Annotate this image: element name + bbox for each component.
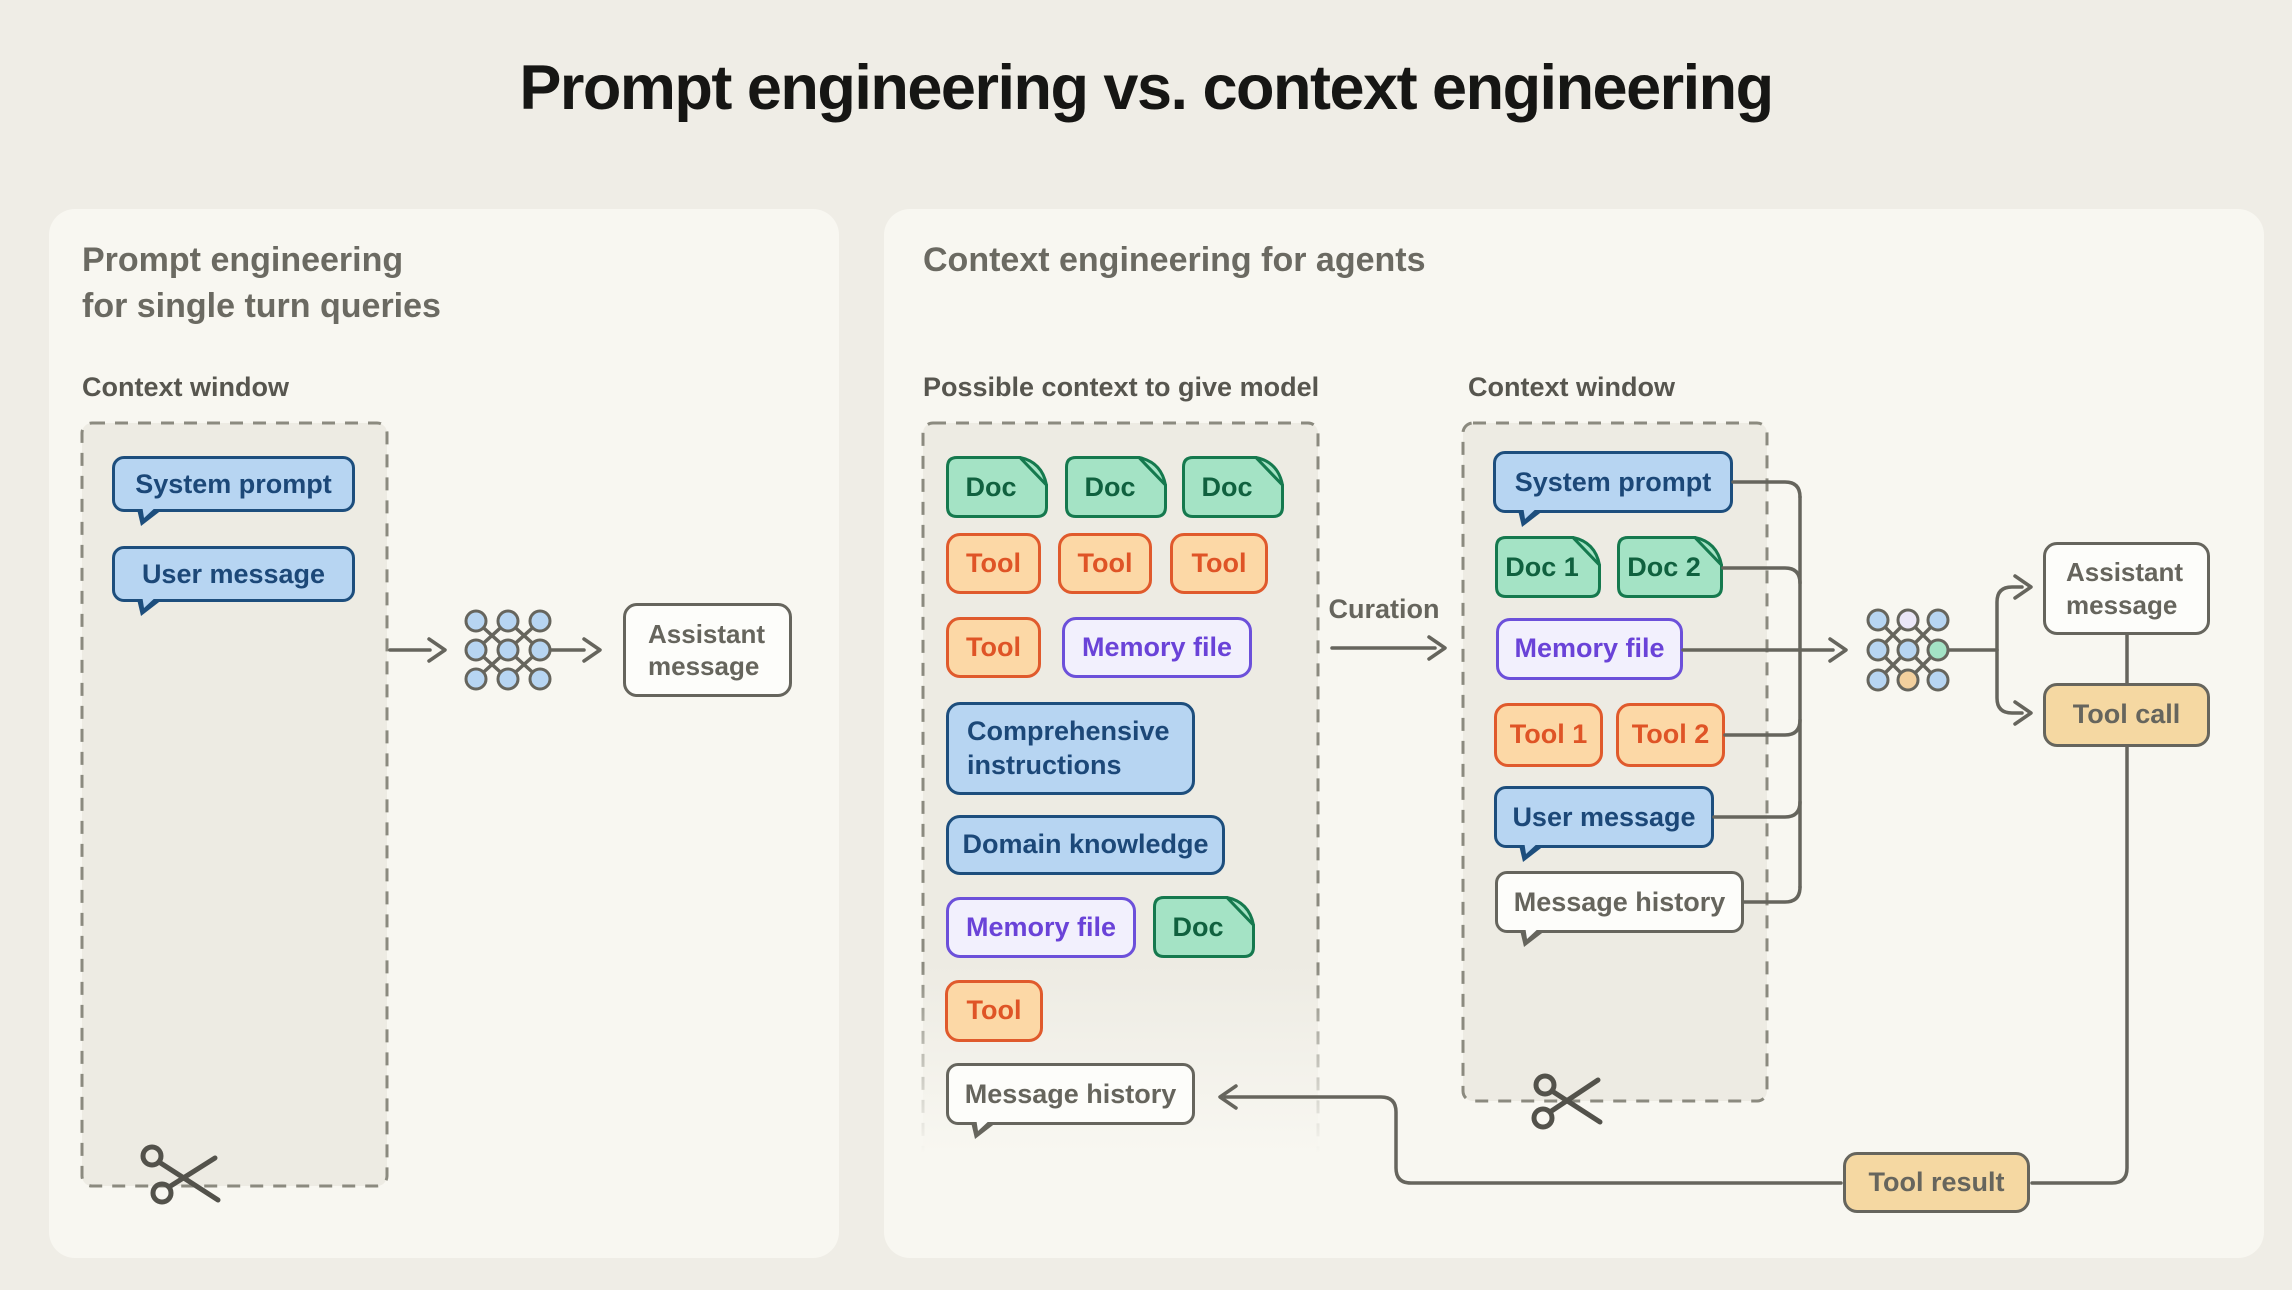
doc-label: Doc <box>965 471 1017 502</box>
memory-file-label: Memory file <box>1081 631 1233 662</box>
left-panel-heading: Prompt engineering for single turn queri… <box>82 237 441 329</box>
memory-file-label: Memory file <box>1514 633 1665 664</box>
connector-message-history <box>1742 885 1802 904</box>
curation-arrowhead <box>1427 635 1447 661</box>
doc-item: Doc <box>1153 896 1255 958</box>
domain-knowledge-item: Domain knowledge <box>946 815 1225 875</box>
comprehensive-instructions-label: Comprehensive instructions <box>967 715 1170 780</box>
doc-label: Doc <box>1172 911 1224 942</box>
possible-context-label: Possible context to give model <box>923 372 1320 402</box>
doc-item: Doc <box>946 456 1048 518</box>
cw-message-history-bubble: Message history <box>1495 871 1744 947</box>
doc-item: Doc <box>1065 456 1167 518</box>
tool-item: Tool <box>1058 533 1152 594</box>
tool-result-label: Tool result <box>1868 1166 2005 1197</box>
doc-label: Doc 1 <box>1505 551 1579 582</box>
right-context-window-label: Context window <box>1468 372 1675 402</box>
comprehensive-instructions-item: Comprehensive instructions <box>946 702 1195 795</box>
connector-system-prompt <box>1731 480 1802 499</box>
tool-label: Tool <box>966 995 1022 1026</box>
doc2-item: Doc 2 <box>1617 536 1723 598</box>
left-context-window-dashed-box <box>80 421 389 1188</box>
tool1-item: Tool 1 <box>1494 703 1603 767</box>
domain-knowledge-label: Domain knowledge <box>962 829 1209 860</box>
user-message-label: User message <box>1512 801 1696 832</box>
left-panel-connectors <box>140 609 602 1205</box>
message-history-bubble: Message history <box>946 1063 1195 1139</box>
tool-item: Tool <box>946 617 1041 678</box>
line-toolcall-to-toolresult <box>2030 745 2129 1185</box>
left-panel-heading-line1: Prompt engineering <box>82 241 404 279</box>
prompt-engineering-panel: Prompt engineering for single turn queri… <box>49 209 839 1258</box>
message-history-label: Message history <box>964 1078 1177 1109</box>
left-context-window-label: Context window <box>82 372 289 402</box>
tool-item: Tool <box>1170 533 1268 594</box>
memory-file-item: Memory file <box>1062 617 1252 678</box>
scissors-icon <box>1531 1073 1603 1130</box>
tool-call-label: Tool call <box>2072 699 2181 730</box>
tool-label: Tool <box>1191 547 1247 578</box>
left-panel-heading-line2: for single turn queries <box>82 287 441 325</box>
connector-user-message <box>1712 800 1802 819</box>
right-panel-heading: Context engineering for agents <box>923 241 1426 279</box>
system-prompt-label: System prompt <box>135 468 332 499</box>
tool-label: Tool <box>1077 547 1133 578</box>
user-message-label: User message <box>141 558 326 589</box>
doc-label: Doc 2 <box>1627 551 1701 582</box>
assistant-message-box: Assistant message <box>623 603 792 697</box>
message-history-label: Message history <box>1513 886 1726 917</box>
memory-file-label: Memory file <box>965 911 1117 942</box>
model-output-fork <box>1995 585 2024 715</box>
arrowhead-assistant-message <box>2013 574 2033 600</box>
arrowhead-context-to-model <box>427 637 447 663</box>
cw-system-prompt-bubble: System prompt <box>1493 451 1733 527</box>
tool-item: Tool <box>946 533 1041 594</box>
context-engineering-panel: Context engineering for agents Possible … <box>884 209 2264 1258</box>
system-prompt-bubble: System prompt <box>112 456 355 526</box>
assistant-message-box: Assistant message <box>2043 542 2210 635</box>
memory-file-item: Memory file <box>946 897 1136 958</box>
tool-item: Tool <box>945 980 1043 1042</box>
user-message-bubble: User message <box>112 546 355 616</box>
assistant-message-label: Assistant message <box>2066 557 2184 620</box>
assistant-message-label: Assistant message <box>648 618 766 682</box>
connector-tool2 <box>1723 718 1802 737</box>
neural-network-icon <box>464 609 552 691</box>
curation-label: Curation <box>1328 594 1440 624</box>
tool-label: Tool <box>966 631 1021 662</box>
tool-label: Tool <box>966 547 1021 578</box>
arrowhead-to-history <box>1218 1084 1238 1110</box>
page-title: Prompt engineering vs. context engineeri… <box>519 53 1774 123</box>
arrowhead-into-model <box>1828 637 1848 663</box>
system-prompt-label: System prompt <box>1514 466 1712 497</box>
doc-label: Doc <box>1201 471 1253 502</box>
doc-item: Doc <box>1182 456 1284 518</box>
tool-label: Tool 1 <box>1509 719 1588 750</box>
cw-user-message-bubble: User message <box>1494 786 1714 862</box>
doc-label: Doc <box>1084 471 1136 502</box>
scissors-icon <box>140 1144 221 1205</box>
arrowhead-tool-call <box>2013 700 2033 726</box>
cw-memory-file-item: Memory file <box>1496 618 1683 680</box>
neural-network-icon <box>1866 608 1950 692</box>
arrowhead-model-to-assistant <box>582 637 602 663</box>
tool-result-box: Tool result <box>1843 1152 2030 1213</box>
tool-call-box: Tool call <box>2043 683 2210 747</box>
doc1-item: Doc 1 <box>1495 536 1601 598</box>
line-toolresult-to-history <box>1223 1095 1843 1185</box>
connector-doc2 <box>1721 566 1802 585</box>
tool-label: Tool 2 <box>1631 719 1710 750</box>
tool2-item: Tool 2 <box>1616 703 1725 767</box>
